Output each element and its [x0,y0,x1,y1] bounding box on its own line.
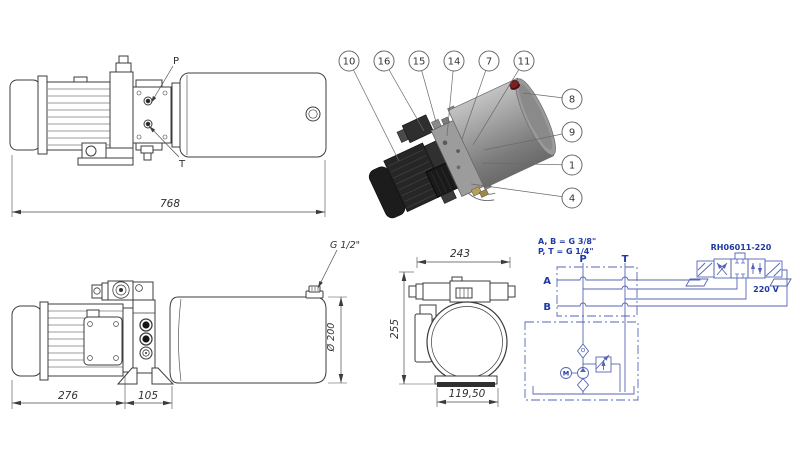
dim-255-label: 255 [389,319,401,339]
sch-reservoir [532,386,635,395]
iso-solenoid-valve [401,114,435,144]
callout-9: 9 [561,121,583,143]
support-foot-right [151,367,175,385]
fv-left-nut [408,285,417,298]
mounting-foot [77,157,134,166]
sch-b-line [557,269,788,307]
dim-768-label: 768 [160,198,180,210]
iso-unit [368,77,556,219]
hydraulic-schematic [524,252,792,401]
motor-end-cap [9,79,41,151]
callout-label: 15 [413,57,426,68]
motor-body [46,81,111,151]
bell-housing [109,71,134,161]
callout-4: 4 [561,187,583,209]
callout-label: 7 [486,57,492,68]
callout-label: 16 [378,57,391,68]
leader-t [148,125,180,158]
valve-model-label: RH06011-220 [711,243,772,252]
callout-label: 1 [569,161,575,172]
side-view-bottom [11,249,347,409]
iso-motor-fins [388,149,444,208]
sch-powerunit-boundary [524,321,639,401]
motor-m-label: M [563,370,569,378]
dim-276-label: 276 [58,390,78,402]
g12-port-label: G 1/2" [330,240,360,251]
dim-243-label: 243 [450,248,470,260]
callout-11: 11 [513,50,535,72]
side-view-top [9,55,327,217]
schematic-port-p: P [579,254,586,265]
dim-105-label: 105 [138,390,158,402]
callout-label: 14 [448,57,461,68]
motor-fins [48,88,110,146]
gear-plate [83,316,123,366]
front-view [399,257,516,407]
iso-red-filler-cap [509,80,519,89]
isometric-view: 10 16 15 14 7 11 8 9 1 4 [338,50,583,219]
schematic-note-2: P, T = G 1/4" [538,247,594,256]
manifold-block [132,86,172,144]
callout-1: 1 [561,154,583,176]
fv-right-coil [489,282,509,301]
port-t-label: T [178,159,186,170]
schematic-note-1: A, B = G 3/8" [538,237,596,246]
sch-p-branch [583,278,738,290]
voltage-label: 220 V [753,285,779,294]
sch-pump-group [532,343,635,395]
port-t-hole [143,119,153,129]
fv-tank-circle [426,301,508,383]
callout-label: 9 [569,128,575,139]
callout-leaders [348,60,573,199]
bell-2 [122,307,134,373]
sch-t-branch [625,278,747,300]
schematic-port-b: B [543,302,551,313]
schematic-port-t: T [622,254,629,265]
leader-p [150,65,174,104]
callout-16: 16 [373,50,395,72]
support-foot-left [116,367,138,385]
sch-directional-valve [685,252,792,287]
schematic-port-a: A [543,276,551,287]
oil-tank-2 [169,296,327,384]
callout-label: 8 [569,95,575,106]
fv-left-coil [422,282,451,301]
callout-8: 8 [561,88,583,110]
sch-manifold-boundary [556,266,638,317]
oil-tank [179,72,327,158]
callout-15: 15 [408,50,430,72]
leader-g12 [317,249,338,289]
callout-balloons: 10 16 15 14 7 11 8 9 1 4 [338,50,583,209]
motor-end-cap-2 [11,305,43,377]
callout-label: 10 [343,57,356,68]
callout-10: 10 [338,50,360,72]
iso-drain-plug [470,186,482,197]
tank-port [305,106,321,122]
dim-diameter-label: Ø 200 [326,323,337,353]
callout-label: 11 [518,57,531,68]
sch-a-line [557,276,701,281]
port-p-label: P [173,56,179,67]
callout-14: 14 [443,50,465,72]
callout-7: 7 [478,50,500,72]
callout-label: 4 [569,194,575,205]
dim-base-label: 119,50 [449,388,486,400]
